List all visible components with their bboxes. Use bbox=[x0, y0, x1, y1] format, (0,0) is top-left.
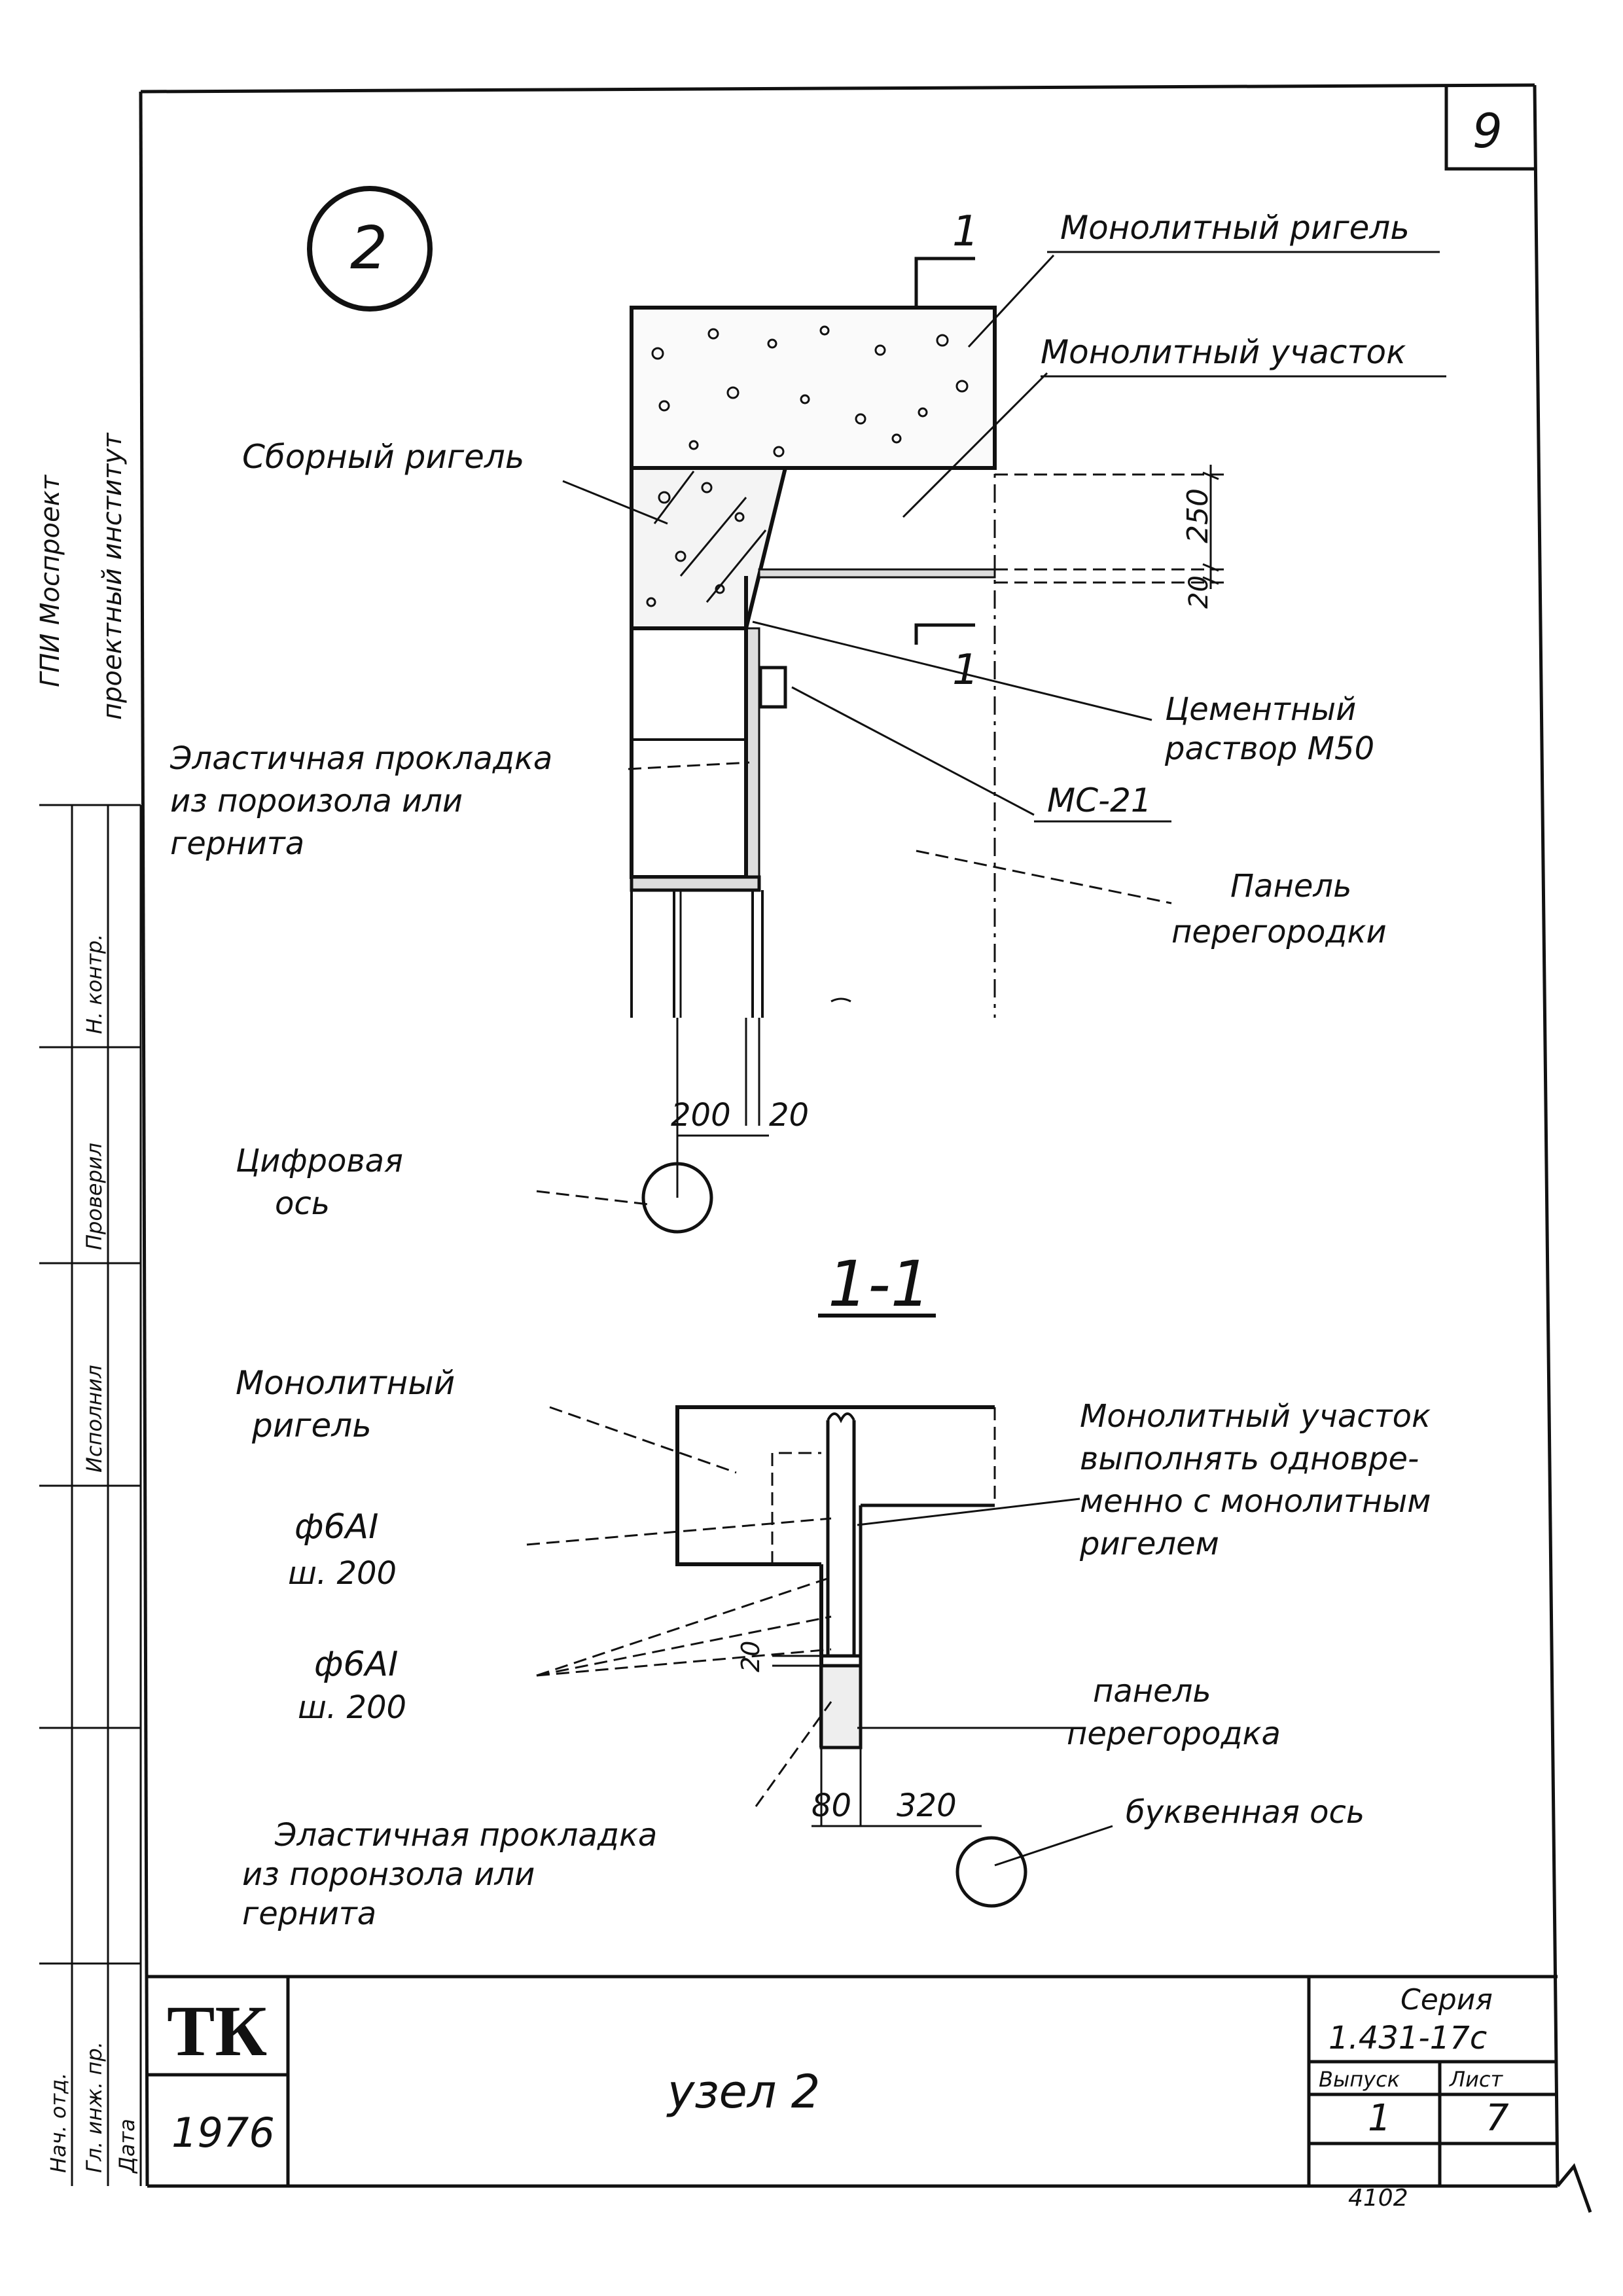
side-stamp-cell-2: Гл. инж. пр. bbox=[82, 2041, 107, 2173]
section-callout-elastic-gasket-3: гернита bbox=[242, 1895, 376, 1932]
detail-marker: 2 bbox=[307, 186, 433, 312]
side-stamp-grid bbox=[39, 804, 142, 2186]
title-block-series-value: 1.431-17с bbox=[1329, 2020, 1487, 2056]
section-callout-monolithic-crossbar-1: Монолитный bbox=[236, 1364, 455, 1402]
callout-monolithic-section: Монолитный участок bbox=[1041, 333, 1406, 371]
callout-mc21: МС-21 bbox=[1047, 781, 1152, 819]
title-block-sheet: 7 bbox=[1486, 2097, 1509, 2140]
section-dim-20: 20 bbox=[736, 1641, 765, 1672]
dim-200: 200 bbox=[671, 1097, 731, 1134]
section-title: 1-1 bbox=[828, 1247, 931, 1321]
section-dim-80: 80 bbox=[812, 1787, 851, 1824]
callout-partition-panel-1: Панель bbox=[1230, 868, 1351, 905]
section-callout-partition-panel-2: перегородка bbox=[1067, 1715, 1281, 1752]
sheet-number: 9 bbox=[1472, 103, 1503, 158]
side-stamp-cell-1: Нач. отд. bbox=[46, 2073, 71, 2173]
side-stamp-org-2: проектный институт bbox=[98, 432, 128, 720]
numeric-axis-circle bbox=[641, 1162, 713, 1234]
callout-cement-mortar-1: Цементный bbox=[1165, 691, 1356, 728]
callout-numeric-axis-2: ось bbox=[275, 1185, 330, 1222]
section-1-1-drawing bbox=[526, 1405, 1113, 1867]
section-mark-top bbox=[914, 257, 975, 308]
section-callout-letter-axis: буквенная ось bbox=[1126, 1794, 1364, 1831]
section-callout-rebar-2b: ш. 200 bbox=[298, 1689, 406, 1726]
section-callout-monolithic-section-2: выполнять одновре- bbox=[1080, 1441, 1419, 1477]
node-detail-elevation bbox=[630, 306, 1230, 1198]
sheet-frame bbox=[139, 83, 1592, 2213]
section-mark-top-label: 1 bbox=[952, 207, 979, 256]
title-block-col-sheet: Лист bbox=[1449, 2067, 1503, 2092]
section-callout-rebar-1b: ш. 200 bbox=[288, 1555, 397, 1592]
section-callout-elastic-gasket-2: из поронзола или bbox=[242, 1856, 535, 1893]
side-stamp-cell-4: Проверил bbox=[82, 1143, 107, 1250]
title-block-title: узел 2 bbox=[666, 2065, 820, 2119]
section-dim-320: 320 bbox=[897, 1787, 957, 1824]
detail-marker-number: 2 bbox=[350, 214, 387, 283]
callout-cement-mortar-2: раствор М50 bbox=[1164, 730, 1374, 767]
dim-20-horizontal: 20 bbox=[769, 1097, 809, 1134]
section-callout-rebar-2a: ф6АI bbox=[314, 1645, 398, 1684]
section-callout-partition-panel-1: панель bbox=[1093, 1673, 1211, 1710]
title-block bbox=[147, 1975, 1558, 2186]
mc21-plate bbox=[758, 666, 787, 709]
title-block-series-label: Серия bbox=[1400, 1983, 1493, 2017]
dim-250: 250 bbox=[1181, 488, 1215, 543]
side-stamp-cell-6: Дата bbox=[115, 2119, 139, 2174]
concrete-hatch bbox=[646, 325, 969, 607]
title-block-year: 1976 bbox=[171, 2109, 275, 2157]
title-block-issue: 1 bbox=[1368, 2097, 1391, 2140]
title-block-col-issue: Выпуск bbox=[1319, 2067, 1400, 2092]
callout-elastic-gasket-2: из порoизола или bbox=[170, 783, 463, 819]
title-block-footer: 4102 bbox=[1348, 2185, 1408, 2212]
leaders-upper bbox=[536, 254, 1172, 1206]
callout-precast-crossbar: Сборный ригель bbox=[242, 438, 524, 476]
sheet-number-box: 9 bbox=[1444, 86, 1535, 171]
section-callout-monolithic-crossbar-2: ригель bbox=[251, 1407, 372, 1444]
dim-20-vertical: 20 bbox=[1184, 575, 1214, 609]
callout-elastic-gasket-1: Эластичная прокладка bbox=[169, 740, 552, 777]
callout-numeric-axis-1: Цифровая bbox=[236, 1143, 403, 1179]
callout-partition-panel-2: перегородки bbox=[1171, 914, 1387, 950]
section-callout-monolithic-section-1: Монолитный участок bbox=[1080, 1398, 1431, 1435]
section-callout-rebar-1a: ф6АI bbox=[294, 1507, 378, 1547]
callout-monolithic-crossbar: Монолитный ригель bbox=[1060, 209, 1410, 247]
section-callout-elastic-gasket-1: Эластичная прокладка bbox=[274, 1817, 657, 1854]
section-mark-bottom-label: 1 bbox=[952, 646, 979, 694]
side-stamp-cell-5: Н. контр. bbox=[82, 934, 107, 1034]
side-stamp-org-1: ГПИ Моспроект bbox=[35, 474, 65, 687]
monolithic-crossbar-block bbox=[630, 306, 997, 470]
letter-axis-circle bbox=[955, 1836, 1027, 1908]
callout-elastic-gasket-3: гернита bbox=[170, 825, 304, 862]
title-block-logo: ТК bbox=[167, 1991, 267, 2071]
section-callout-monolithic-section-3: менно с монолитным bbox=[1080, 1483, 1431, 1520]
side-stamp-cell-3: Исполнил bbox=[82, 1365, 107, 1473]
section-callout-monolithic-section-4: ригелем bbox=[1079, 1526, 1219, 1562]
section-mark-bottom bbox=[914, 623, 975, 645]
